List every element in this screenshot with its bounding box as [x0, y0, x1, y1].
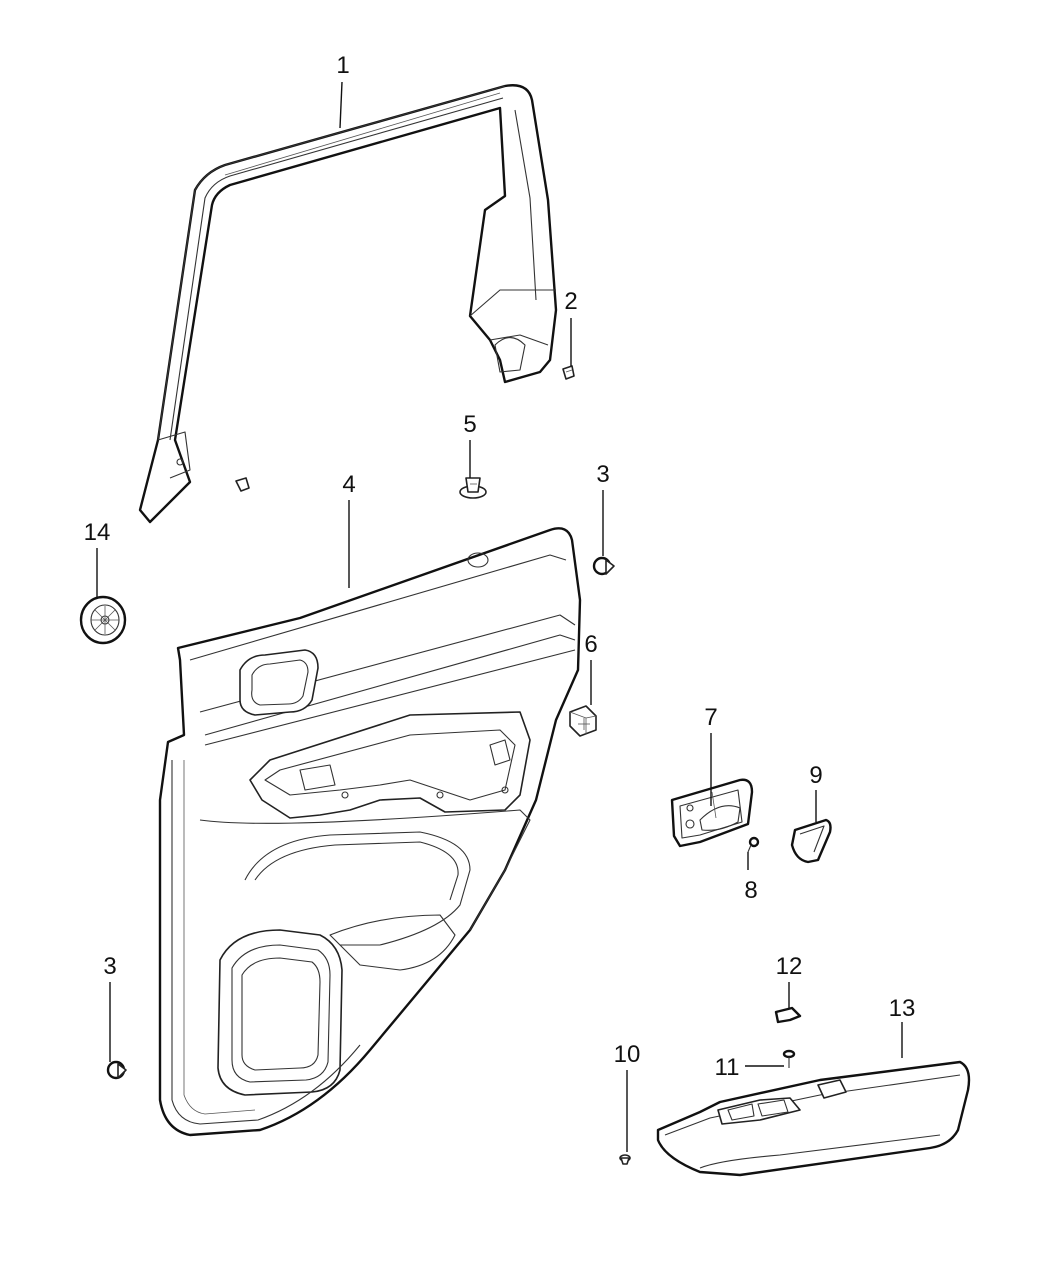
callout-1: 1 [336, 52, 349, 79]
part-12-cap [774, 1006, 802, 1024]
callout-6: 6 [584, 631, 597, 658]
part-13-armrest [656, 1060, 971, 1177]
part-7-handle-bezel [670, 778, 754, 848]
part-1-glass-run-channel [138, 84, 558, 524]
part-4-door-trim-panel [158, 527, 582, 1137]
part-8-screw [747, 836, 760, 853]
part-6-block [569, 705, 597, 737]
part-2-clip [562, 365, 575, 380]
part-3-push-clip-upper [592, 556, 615, 576]
leader-1 [339, 81, 343, 129]
callout-11: 11 [715, 1054, 740, 1081]
part-14-speaker-grille [79, 595, 127, 645]
part-10-clip [619, 1154, 631, 1165]
callout-5: 5 [463, 411, 476, 438]
part-5-grommet [459, 477, 487, 499]
callout-10: 10 [614, 1041, 641, 1068]
callout-14: 14 [84, 519, 111, 546]
part-3-push-clip-lower [106, 1060, 127, 1080]
callout-7: 7 [704, 704, 717, 731]
part-11-screw [782, 1049, 796, 1068]
fastener-clip [235, 477, 250, 492]
callout-3-upper: 3 [596, 461, 609, 488]
callout-3-lower: 3 [103, 953, 116, 980]
callout-2: 2 [564, 288, 577, 315]
part-9-handle-cover [790, 818, 832, 864]
callout-12: 12 [776, 953, 803, 980]
callout-4: 4 [342, 471, 355, 498]
callout-9: 9 [809, 762, 822, 789]
callout-8: 8 [744, 877, 757, 904]
callout-13: 13 [889, 995, 916, 1022]
